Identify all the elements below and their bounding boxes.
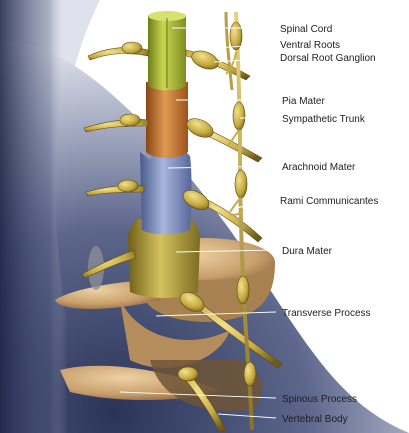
label-dura-mater: Dura Mater (282, 246, 333, 257)
label-arachnoid-mater: Arachnoid Mater (282, 162, 356, 173)
label-pia-mater: Pia Mater (282, 96, 325, 107)
pia-mater-shape (146, 82, 188, 158)
arachnoid-mater-shape (140, 148, 192, 235)
label-vertebral-body: Vertebral Body (282, 414, 348, 425)
label-dorsal-root-ganglion: Dorsal Root Ganglion (280, 53, 376, 64)
label-sympathetic-trunk: Sympathetic Trunk (282, 114, 366, 125)
label-spinous-process: Spinous Process (282, 394, 357, 405)
label-transverse-process: Transverse Process (282, 308, 371, 319)
label-spinal-cord: Spinal Cord (280, 24, 332, 35)
label-rami-communicantes: Rami Communicantes (280, 196, 378, 207)
label-ventral-roots: Ventral Roots (280, 40, 340, 51)
